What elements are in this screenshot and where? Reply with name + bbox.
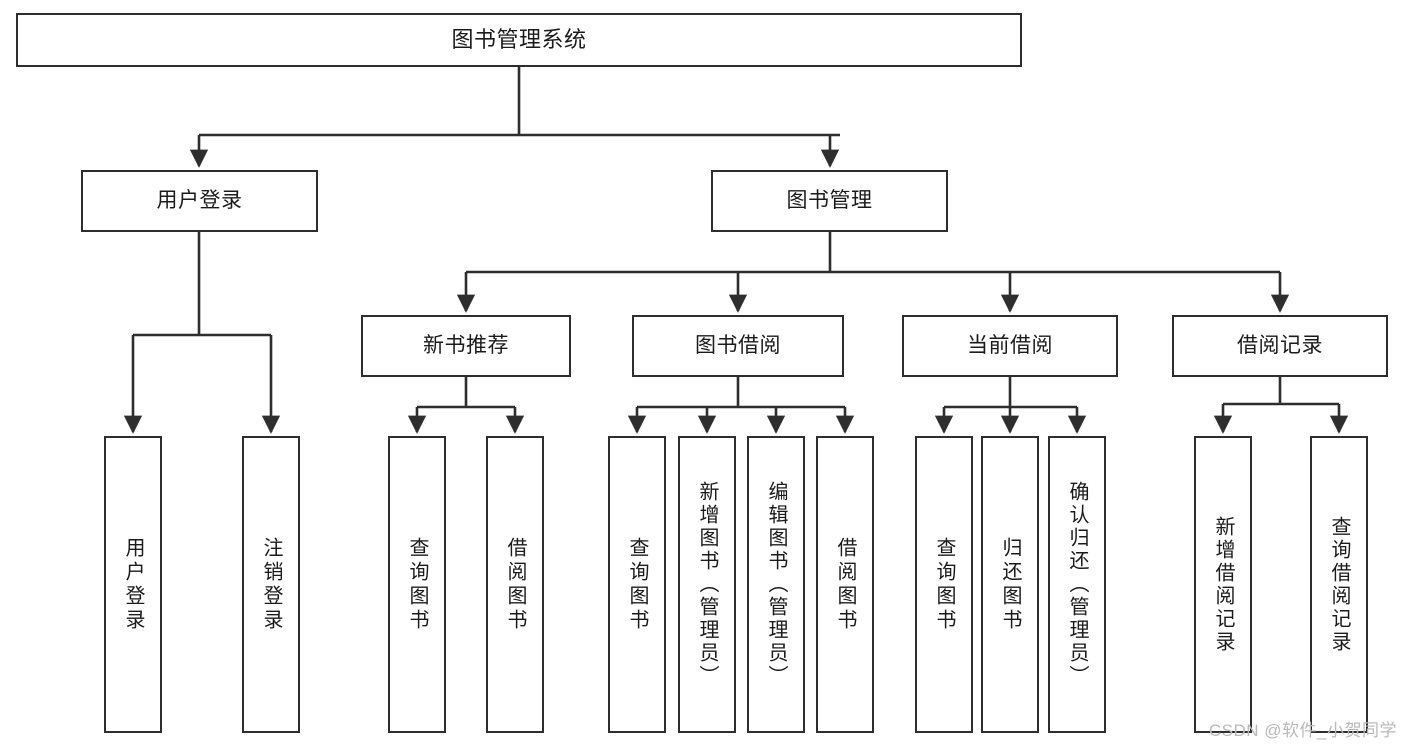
node-label: 借阅图书 [834, 536, 856, 633]
leaf-current-borrow-confirm-admin[interactable]: 确认归还（管理员） [1048, 436, 1106, 733]
node-new-book-recommend[interactable]: 新书推荐 [361, 315, 571, 377]
node-label: 当前借阅 [967, 333, 1053, 357]
node-label: 编辑图书（管理员） [765, 481, 787, 688]
leaf-user-login-signout[interactable]: 注销登录 [242, 436, 300, 733]
node-label: 用户登录 [156, 188, 243, 212]
node-label: 用户登录 [122, 536, 144, 633]
node-root-book-management-system[interactable]: 图书管理系统 [16, 13, 1022, 67]
node-label: 归还图书 [999, 536, 1021, 633]
node-book-borrow[interactable]: 图书借阅 [632, 315, 844, 377]
node-label: 查询图书 [406, 536, 428, 633]
node-current-borrow[interactable]: 当前借阅 [902, 315, 1118, 377]
node-borrow-record[interactable]: 借阅记录 [1172, 315, 1388, 377]
node-label: 借阅图书 [504, 536, 526, 633]
leaf-current-borrow-return[interactable]: 归还图书 [981, 436, 1039, 733]
node-book-management[interactable]: 图书管理 [711, 170, 948, 232]
node-label: 注销登录 [260, 536, 282, 633]
node-label: 新增借阅记录 [1212, 515, 1234, 654]
node-label: 新增图书（管理员） [696, 481, 718, 688]
leaf-book-borrow-edit-admin[interactable]: 编辑图书（管理员） [747, 436, 805, 733]
leaf-borrow-record-query[interactable]: 查询借阅记录 [1310, 436, 1368, 733]
leaf-user-login-signin[interactable]: 用户登录 [104, 436, 162, 733]
leaf-new-book-borrow[interactable]: 借阅图书 [486, 436, 544, 733]
leaf-book-borrow-query[interactable]: 查询图书 [608, 436, 666, 733]
node-label: 查询图书 [933, 536, 955, 633]
leaf-book-borrow-borrow[interactable]: 借阅图书 [816, 436, 874, 733]
leaf-book-borrow-add-admin[interactable]: 新增图书（管理员） [678, 436, 736, 733]
node-user-login[interactable]: 用户登录 [81, 170, 318, 232]
node-label: 图书管理 [786, 188, 873, 212]
node-label: 图书借阅 [695, 333, 781, 357]
node-label: 查询借阅记录 [1328, 515, 1350, 654]
node-label: 确认归还（管理员） [1066, 481, 1088, 688]
leaf-borrow-record-add[interactable]: 新增借阅记录 [1194, 436, 1252, 733]
node-label: 借阅记录 [1237, 333, 1323, 357]
node-label: 新书推荐 [423, 333, 509, 357]
node-label: 图书管理系统 [451, 27, 587, 53]
watermark: CSDN @软件_小贺同学 [1208, 721, 1397, 740]
leaf-new-book-query[interactable]: 查询图书 [388, 436, 446, 733]
node-label: 查询图书 [626, 536, 648, 633]
leaf-current-borrow-query[interactable]: 查询图书 [915, 436, 973, 733]
